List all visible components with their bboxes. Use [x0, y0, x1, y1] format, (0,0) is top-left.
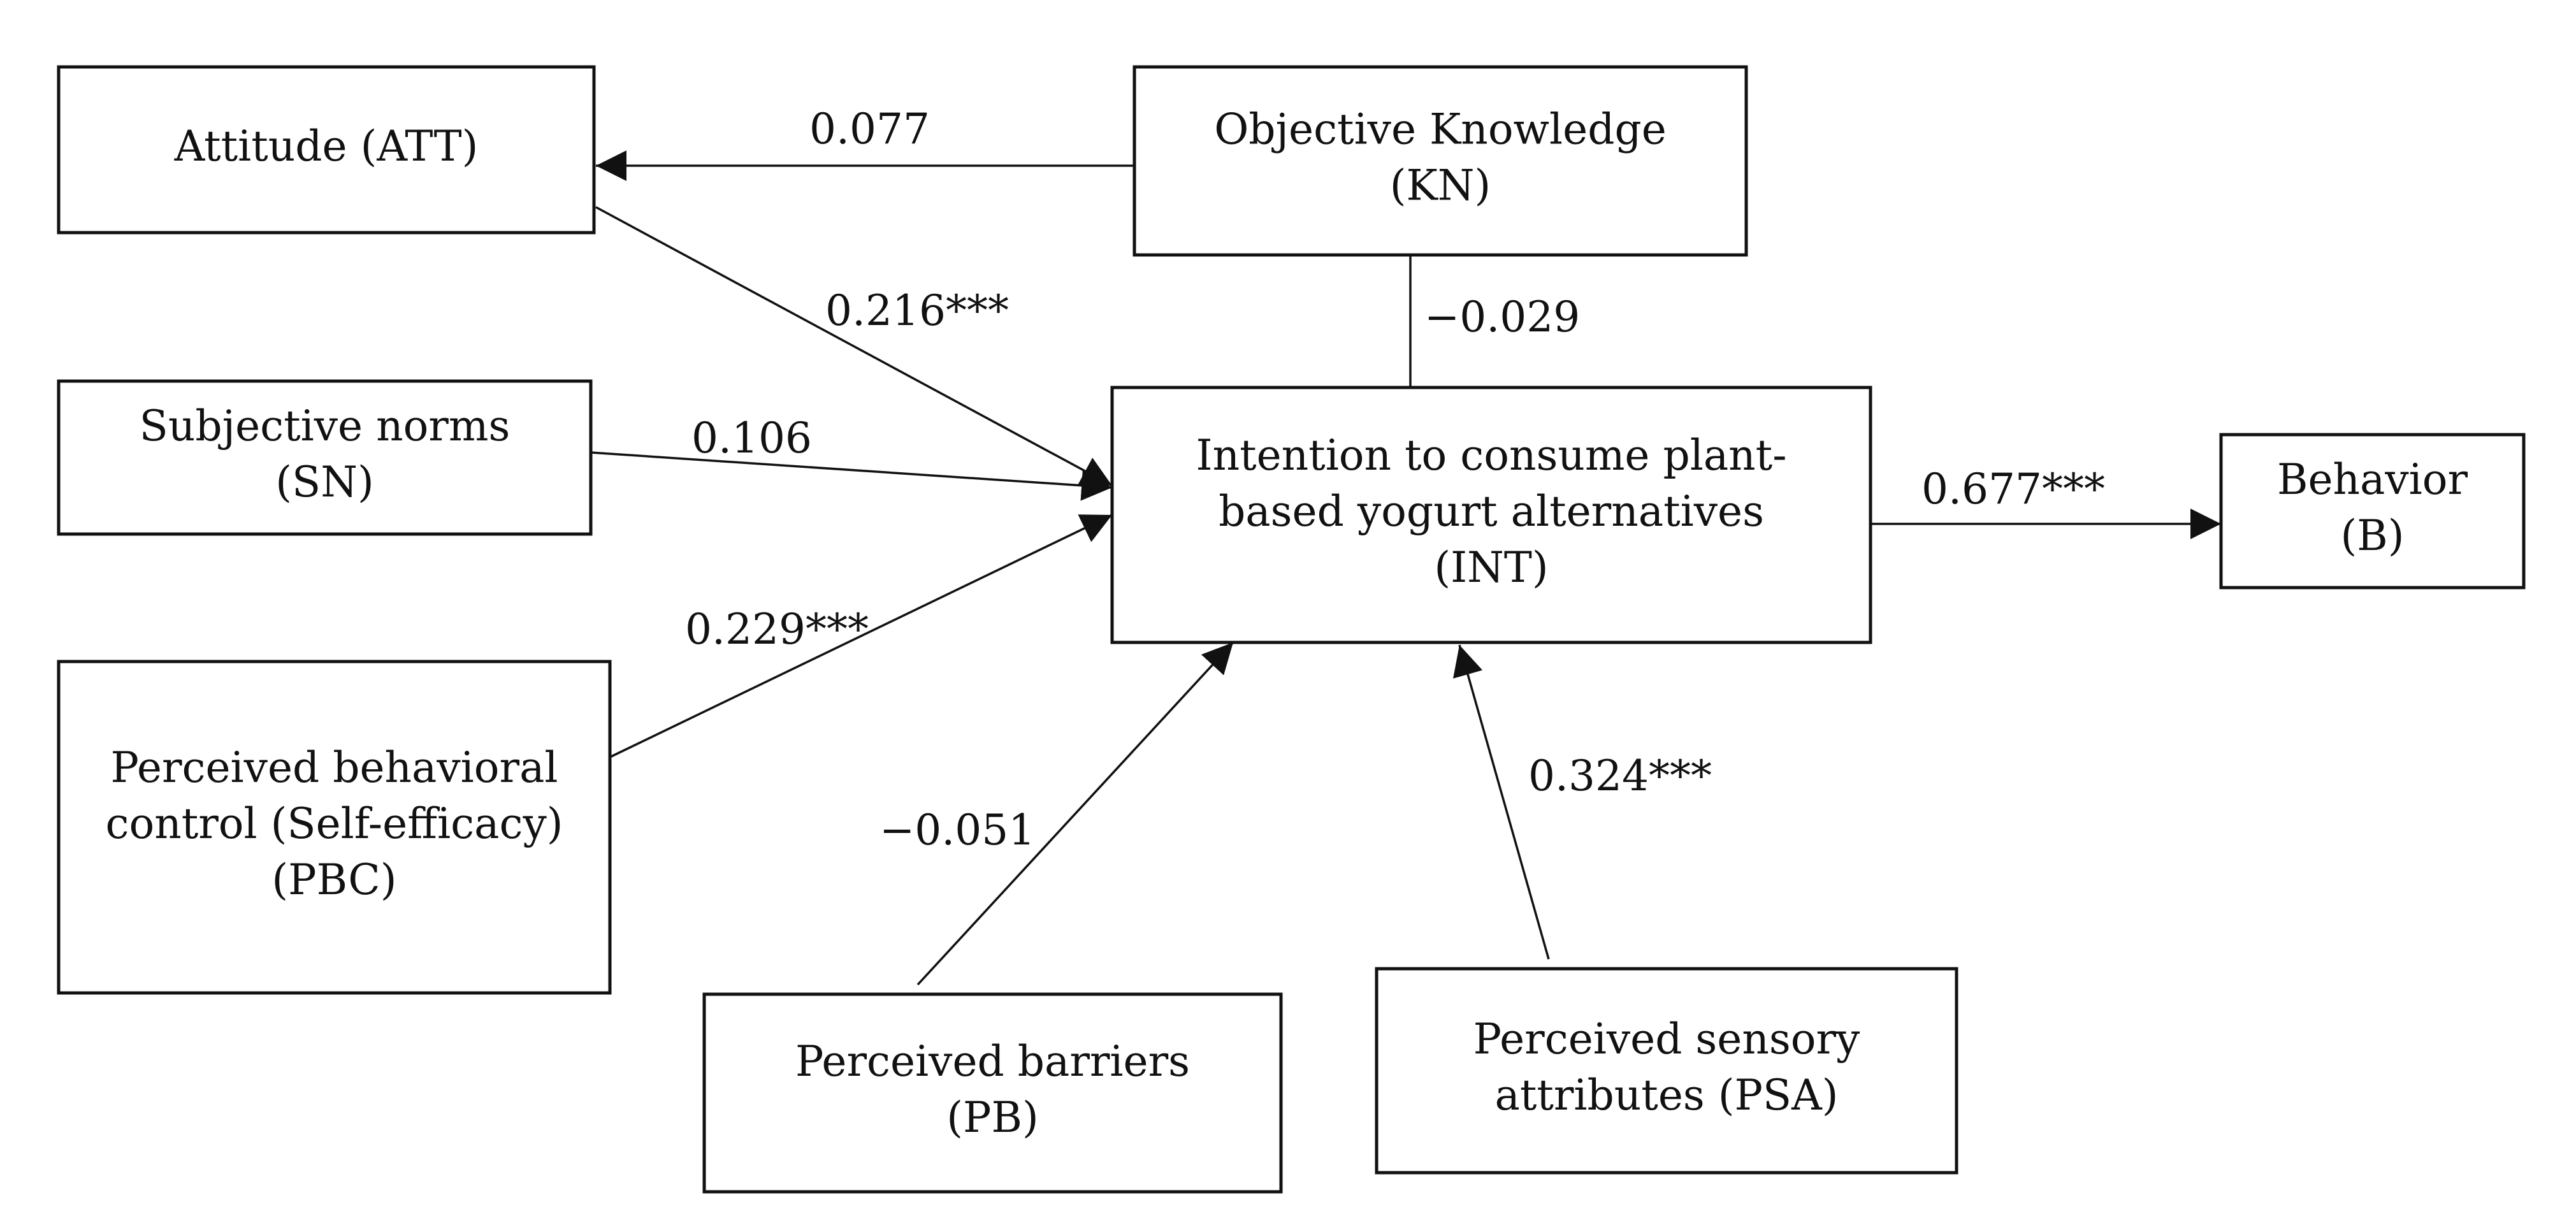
node-label-int-line-0: Intention to consume plant-: [1196, 431, 1787, 480]
node-box-psa: [1375, 967, 1958, 1175]
edge-pbc-to-int: [609, 514, 1113, 758]
node-pbc: Perceived behavioral control (Self-effica…: [57, 660, 612, 995]
node-label-pbc-line-1: control (Self-efficacy): [106, 799, 563, 848]
edge-label-sn-to-int: 0.106: [691, 414, 812, 463]
node-b: Behavior (B): [2219, 433, 2526, 590]
edge-pb-to-int: [916, 641, 1234, 986]
node-label-att-line-0: Attitude (ATT): [174, 122, 479, 171]
node-label-pb-line-1: (PB): [946, 1093, 1038, 1142]
node-label-sn-line-1: (SN): [275, 458, 373, 507]
edge-label-pb-to-int: −0.051: [879, 806, 1035, 855]
edge-sn-to-int: [590, 451, 1113, 501]
node-box-kn: [1132, 65, 1748, 257]
node-label-int-line-2: (INT): [1434, 543, 1548, 592]
node-label-pbc-line-0: Perceived behavioral: [110, 743, 558, 792]
node-label-psa-line-0: Perceived sensory: [1473, 1015, 1860, 1064]
node-label-b-line-0: Behavior: [2277, 455, 2468, 504]
node-label-pb-line-0: Perceived barriers: [795, 1037, 1190, 1086]
edge-label-pbc-to-int: 0.229***: [685, 605, 869, 654]
node-label-b-line-1: (B): [2341, 511, 2405, 560]
edge-label-int-to-b: 0.677***: [1921, 465, 2105, 514]
node-label-sn-line-0: Subjective norms: [140, 402, 510, 451]
node-psa: Perceived sensory attributes (PSA): [1375, 967, 1958, 1175]
node-label-pbc-line-2: (PBC): [271, 855, 396, 904]
edge-label-kn-to-att: 0.077: [809, 105, 930, 154]
node-kn: Objective Knowledge (KN): [1132, 65, 1748, 257]
node-box-pb: [702, 992, 1283, 1194]
node-label-int-line-1: based yogurt alternatives: [1219, 487, 1764, 536]
edge-label-kn-to-int: −0.029: [1424, 293, 1580, 342]
node-label-kn-line-0: Objective Knowledge: [1214, 105, 1667, 154]
node-box-att: [57, 65, 596, 235]
node-box-sn: [57, 379, 593, 536]
node-att: Attitude (ATT): [57, 65, 596, 235]
node-pb: Perceived barriers (PB): [702, 992, 1283, 1194]
node-box-pbc: [57, 660, 612, 995]
edge-label-psa-to-int: 0.324***: [1528, 751, 1712, 800]
node-box-int: [1110, 386, 1872, 644]
edge-att-to-int: [595, 206, 1113, 487]
node-sn: Subjective norms (SN): [57, 379, 593, 536]
node-box-b: [2219, 433, 2526, 590]
node-label-kn-line-1: (KN): [1390, 161, 1491, 210]
edge-psa-to-int: [1453, 644, 1550, 960]
edge-label-att-to-int: 0.216***: [825, 286, 1009, 335]
node-int: Intention to consume plant-based yogurt …: [1110, 386, 1872, 644]
node-label-psa-line-1: attributes (PSA): [1494, 1071, 1838, 1120]
